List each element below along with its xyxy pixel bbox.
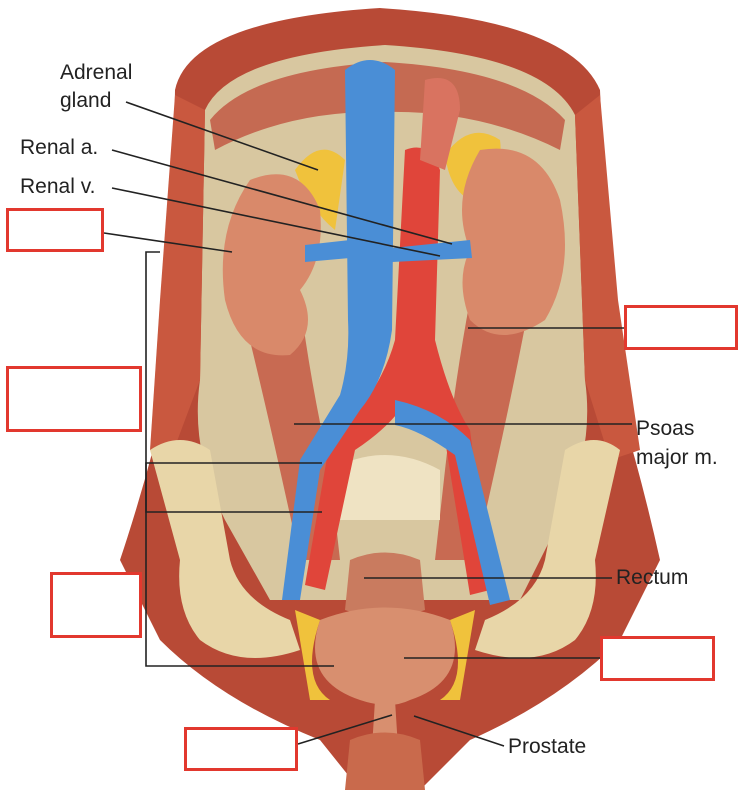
right-kidney bbox=[462, 148, 565, 335]
bracket-ureter bbox=[145, 251, 322, 513]
leader-box-1 bbox=[103, 232, 233, 253]
answer-box-ureter[interactable] bbox=[6, 366, 142, 432]
left-pelvic-bone bbox=[150, 440, 300, 658]
inferior-vena-cava bbox=[282, 60, 395, 600]
answer-box-right-ureter[interactable] bbox=[624, 305, 738, 350]
label-adrenal-line1: Adrenal bbox=[60, 61, 133, 84]
leader-prostate bbox=[413, 715, 505, 747]
answer-box-kidney[interactable] bbox=[6, 208, 104, 252]
answer-box-bladder[interactable] bbox=[600, 636, 715, 681]
renal-veins bbox=[305, 240, 472, 262]
label-rectum: Rectum bbox=[616, 566, 689, 589]
leader-renal-vein bbox=[111, 187, 441, 257]
right-abdominal-muscle bbox=[575, 95, 640, 460]
pelvic-fat bbox=[295, 610, 475, 700]
leader-adrenal bbox=[125, 101, 319, 171]
bladder bbox=[315, 607, 455, 705]
answer-box-pelvic[interactable] bbox=[50, 572, 142, 638]
label-renal-vein: Renal v. bbox=[20, 175, 96, 198]
right-pelvic-bone bbox=[475, 440, 620, 658]
leader-renal-artery bbox=[111, 149, 453, 245]
left-kidney bbox=[222, 174, 321, 356]
label-adrenal-line2: gland bbox=[60, 89, 112, 112]
label-psoas-line1: Psoas bbox=[636, 417, 695, 440]
label-psoas-line2: major m. bbox=[636, 446, 718, 469]
answer-box-urethra[interactable] bbox=[184, 727, 298, 771]
prostate-organ bbox=[345, 732, 425, 790]
esophagus bbox=[420, 78, 460, 170]
label-prostate: Prostate bbox=[508, 735, 587, 758]
right-iliac-vein bbox=[395, 400, 510, 605]
sacrum bbox=[330, 455, 440, 520]
label-renal-artery: Renal a. bbox=[20, 136, 99, 159]
left-adrenal-gland bbox=[295, 149, 345, 230]
aorta bbox=[305, 147, 490, 595]
left-abdominal-muscle bbox=[150, 95, 205, 460]
leader-box-urethra bbox=[297, 714, 393, 745]
bracket-pelvic bbox=[145, 462, 334, 667]
rectum-organ bbox=[345, 552, 425, 618]
